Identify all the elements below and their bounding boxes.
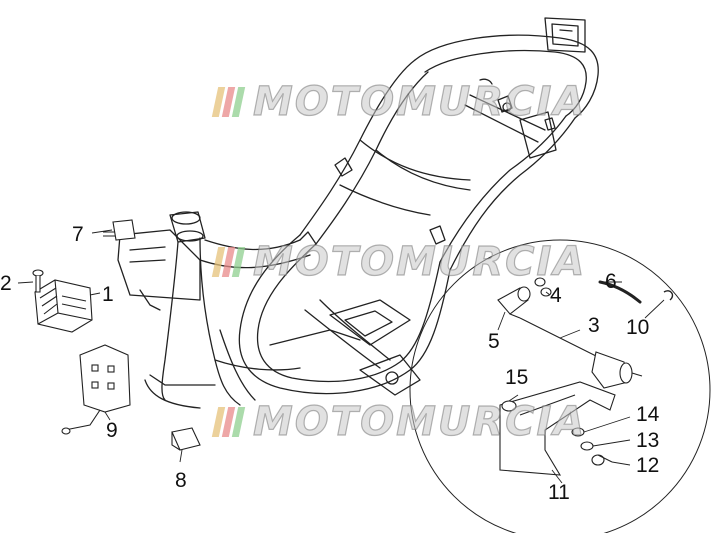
watermark-text: MOTOMURCIA [252, 239, 587, 285]
callout-4: 4 [550, 284, 562, 307]
callout-5: 5 [488, 330, 500, 353]
callout-10: 10 [626, 316, 649, 339]
callout-6: 6 [605, 270, 617, 293]
callout-15: 15 [505, 366, 528, 389]
callout-numbers: 1 2 3 4 5 6 7 8 9 10 11 12 13 14 15 [0, 223, 660, 504]
callout-3: 3 [588, 314, 600, 337]
relay-part-7 [103, 219, 136, 241]
watermark-logo-bottom: MOTOMURCIA [211, 399, 587, 445]
mount-plate-part-11 [499, 381, 616, 476]
bracket-plate-part-9 [61, 344, 131, 435]
leader-lines [17, 229, 665, 484]
clip-part-10 [663, 290, 674, 301]
callout-11: 11 [548, 481, 570, 504]
watermark-text: MOTOMURCIA [252, 79, 587, 125]
callout-7: 7 [72, 223, 84, 246]
elbow-fitting-part-5 [497, 286, 531, 319]
scooter-frame [117, 17, 599, 409]
watermark-logo-top: MOTOMURCIA [211, 79, 587, 125]
callout-8: 8 [175, 469, 187, 492]
voltage-regulator-part-1 [34, 279, 93, 333]
callout-12: 12 [636, 454, 659, 477]
detail-view-circle [409, 239, 711, 533]
callout-2: 2 [0, 272, 12, 295]
connector-part-8 [171, 427, 201, 451]
watermark-text: MOTOMURCIA [252, 399, 587, 445]
watermark-stripes [211, 87, 249, 117]
watermark-stripes [211, 407, 249, 437]
callout-9: 9 [106, 419, 118, 442]
hose-part-6 [598, 280, 642, 304]
bolt-part-2 [32, 269, 44, 293]
watermark-stripes [211, 247, 249, 277]
actuator-cable-part-3 [519, 317, 643, 389]
watermark-logo-middle: MOTOMURCIA [211, 239, 587, 285]
screw-part-12 [591, 454, 613, 466]
callout-14: 14 [636, 403, 660, 426]
callout-13: 13 [636, 429, 659, 452]
callout-1: 1 [102, 283, 114, 306]
